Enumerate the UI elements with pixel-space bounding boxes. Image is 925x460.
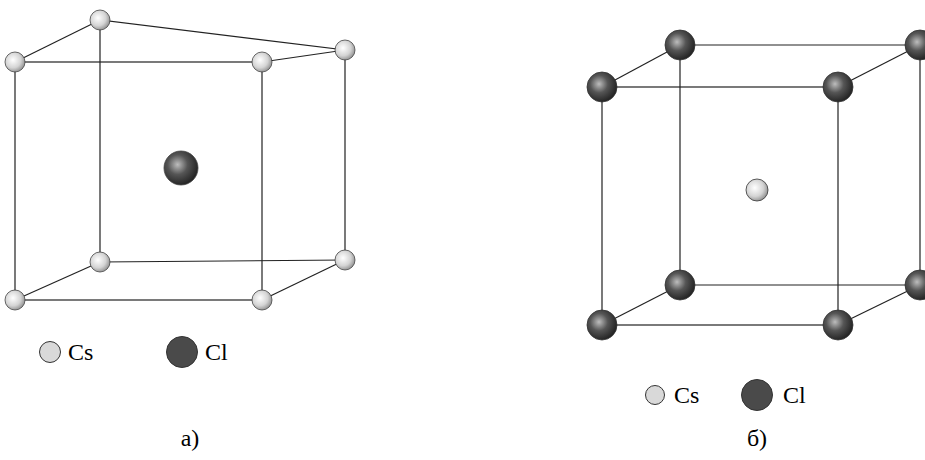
legend-swatch <box>645 385 665 405</box>
legend-text: Cs <box>674 383 699 407</box>
legend-text: Cl <box>783 383 806 407</box>
legend-swatch <box>39 341 61 363</box>
cube-b-edges <box>602 45 920 325</box>
figure-label: б) <box>747 426 767 450</box>
legend-text: Cs <box>68 340 93 364</box>
cube-b-atoms <box>587 30 925 340</box>
legend-text: Cl <box>205 340 228 364</box>
legend-swatch <box>741 379 773 411</box>
cube-a-atoms <box>5 10 355 310</box>
cube-a-edges <box>15 20 345 300</box>
figure-label: а) <box>181 426 200 450</box>
legend-swatch <box>166 336 198 368</box>
